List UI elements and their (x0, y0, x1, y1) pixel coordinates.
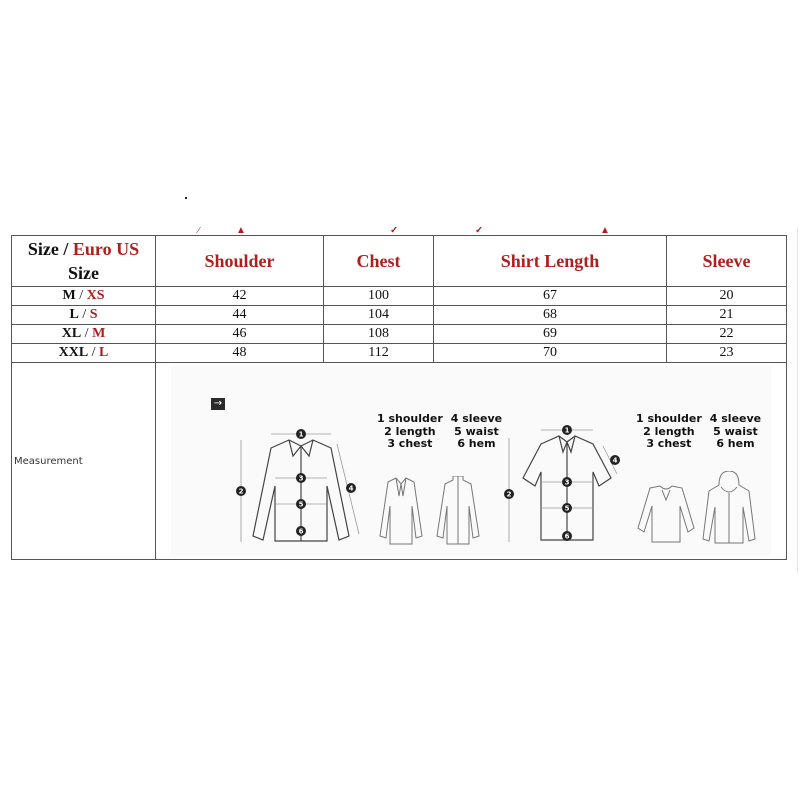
us-size: L (99, 345, 109, 360)
shirt-length-header: Shirt Length (433, 235, 667, 287)
sleeve-cell: 21 (666, 305, 787, 325)
chest-cell: 100 (323, 286, 434, 306)
size-cell: M / XS (11, 286, 156, 306)
shirt-measurement-legend: 1 shoulder 2 length 3 chest 4 sleeve 5 w… (636, 412, 762, 450)
svg-text:5: 5 (299, 501, 304, 509)
chest-cell: 108 (323, 324, 434, 344)
jacket-measurement-legend: 1 shoulder 2 length 3 chest 4 sleeve 5 w… (377, 412, 503, 450)
svg-text:3: 3 (299, 475, 304, 483)
euro-us-label: Euro US (72, 239, 140, 259)
sleeve-cell: 22 (666, 324, 787, 344)
us-size: M (92, 326, 106, 341)
jacket-measurement-illustration: 1 2 3 4 5 6 (236, 429, 360, 542)
svg-text:1: 1 (299, 431, 304, 439)
measurement-diagram-cell: → (155, 362, 787, 560)
euro-size: XL (61, 326, 82, 341)
header-row: Size / Euro US Size Shoulder Chest Shirt… (11, 235, 787, 287)
svg-text:6: 6 (299, 528, 304, 536)
sleeve-cell: 23 (666, 343, 787, 363)
measurement-label: Measurement (11, 362, 156, 560)
svg-text:5: 5 (565, 505, 570, 513)
zip-jacket-icon (436, 476, 480, 545)
shoulder-cell: 44 (155, 305, 324, 325)
hoodie-icon (702, 471, 756, 544)
shirt-measurement-illustration: 1 2 3 4 5 6 (504, 425, 620, 542)
table-row: L / S 44 104 68 21 (11, 305, 787, 325)
blazer-icon (379, 477, 423, 545)
length-cell: 68 (433, 305, 667, 325)
chest-cell: 104 (323, 305, 434, 325)
length-cell: 69 (433, 324, 667, 344)
shoulder-cell: 46 (155, 324, 324, 344)
measurement-diagram: → (171, 366, 771, 556)
size-cell: L / S (11, 305, 156, 325)
sleeve-header: Sleeve (666, 235, 787, 287)
euro-size: L (69, 307, 79, 322)
table-row: M / XS 42 100 67 20 (11, 286, 787, 306)
separator: / (78, 307, 90, 322)
svg-text:4: 4 (349, 485, 354, 493)
svg-text:3: 3 (565, 479, 570, 487)
us-size: S (89, 307, 98, 322)
euro-size: M (62, 288, 76, 303)
stray-dot (185, 197, 187, 199)
length-cell: 70 (433, 343, 667, 363)
page-edge-line (797, 228, 798, 573)
table-row: XL / M 46 108 69 22 (11, 324, 787, 344)
size-cell: XXL / L (11, 343, 156, 363)
size-cell: XL / M (11, 324, 156, 344)
size-label-line2: Size (68, 263, 99, 283)
svg-text:1: 1 (565, 427, 570, 435)
us-size: XS (86, 288, 105, 303)
sweater-icon (637, 485, 695, 543)
separator: / (88, 345, 100, 360)
svg-text:2: 2 (507, 491, 512, 499)
chest-header: Chest (323, 235, 434, 287)
svg-text:4: 4 (613, 457, 618, 465)
shoulder-header: Shoulder (155, 235, 324, 287)
separator: / (81, 326, 93, 341)
svg-text:6: 6 (565, 533, 570, 541)
chest-cell: 112 (323, 343, 434, 363)
clipped-title-fragment: ⁄▲✓✓▲ (198, 227, 610, 235)
shoulder-cell: 42 (155, 286, 324, 306)
size-label: Size / (27, 239, 73, 259)
shoulder-cell: 48 (155, 343, 324, 363)
arrow-right-icon: → (211, 398, 225, 410)
sleeve-cell: 20 (666, 286, 787, 306)
size-header-cell: Size / Euro US Size (11, 235, 156, 287)
separator: / (75, 288, 87, 303)
measurement-row: Measurement → (11, 362, 787, 560)
euro-size: XXL (58, 345, 89, 360)
svg-text:2: 2 (239, 488, 244, 496)
table-row: XXL / L 48 112 70 23 (11, 343, 787, 363)
length-cell: 67 (433, 286, 667, 306)
size-chart-table: Size / Euro US Size Shoulder Chest Shirt… (11, 235, 787, 560)
